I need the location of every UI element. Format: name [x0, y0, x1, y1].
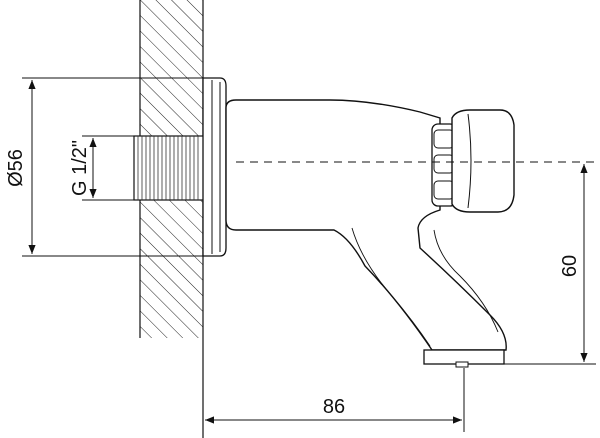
push-button — [431, 109, 515, 213]
length-label: 86 — [323, 396, 345, 418]
height-label: 60 — [559, 255, 581, 277]
wall-flange — [202, 77, 227, 257]
diameter-dimension: Ø56 — [5, 77, 203, 257]
diameter-label: Ø56 — [5, 149, 27, 187]
thread-dimension: G 1/2" — [69, 135, 134, 201]
height-dimension: 60 — [504, 164, 596, 365]
thread-label: G 1/2" — [69, 140, 91, 196]
wall — [139, 0, 204, 438]
threaded-pipe — [133, 135, 205, 201]
length-dimension: 86 — [205, 368, 465, 432]
